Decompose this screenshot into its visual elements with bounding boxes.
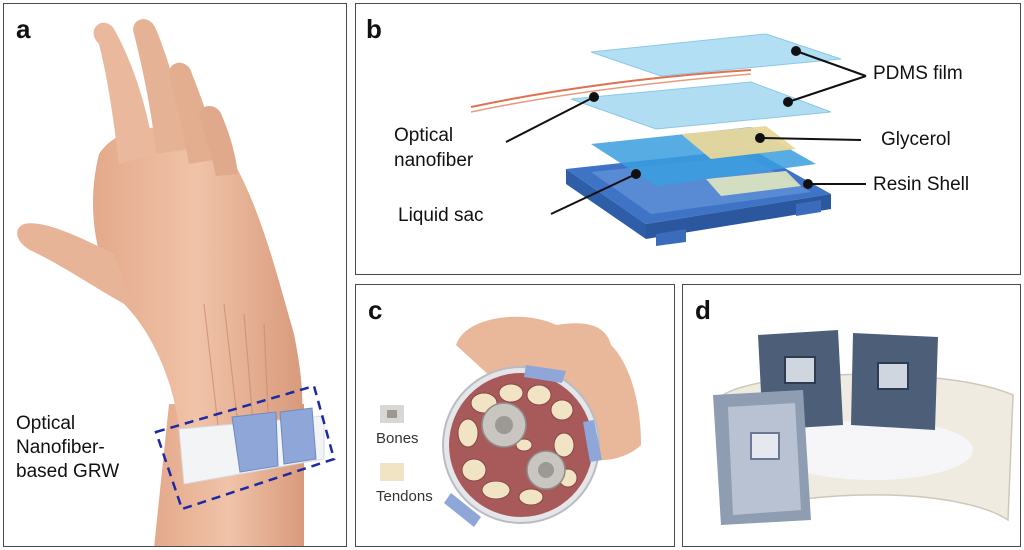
label-liquid-sac: Liquid sac [398,205,484,226]
optical-fiber-line-2 [470,73,752,113]
pdms-film-lower [570,81,832,130]
finger-index [93,22,154,164]
module-window-3 [750,432,780,460]
label-grw-line2: Nanofiber- [16,437,105,458]
resin-shell-side-front [646,194,831,239]
optical-fiber-line-1 [470,69,752,108]
sensor-top [524,365,566,383]
resin-shell-tab-2 [796,200,821,216]
sensor-right [583,420,602,462]
finger-little [199,105,238,176]
leader-pdms-lower [787,75,867,103]
glycerol-layer [681,126,796,159]
module-window-1 [784,356,816,384]
tendon-shapes [457,383,578,506]
label-pdms-film: PDMS film [873,63,963,84]
panel-d-device-photo: d [682,284,1021,547]
panel-letter-a: a [16,14,31,44]
legend-label-bones: Bones [376,430,419,447]
panel-c-wrist-cross-section: c Bones Tendons [355,284,675,547]
label-grw-line1: Optical [16,413,76,434]
sensor-bottom-left [444,493,481,527]
wristband-sensor-module-2 [279,407,317,465]
legend-label-tendons: Tendons [376,488,433,505]
panel-letter-b: b [366,14,382,44]
bone-radius-marrow [495,416,513,434]
exploded-view [470,33,867,246]
label-grw-line3: based GRW [16,461,120,482]
resin-cavity [706,171,801,196]
panel-a-wrist-illustration: a Optical Nanofiber- based GRW [3,3,347,547]
label-resin-shell: Resin Shell [873,174,970,195]
hand-back [93,127,303,430]
legend-swatch-bones-inner [387,410,397,418]
panel-b-exploded-structure: b PDMS film Optical nanofiber Glycerol L… [355,3,1021,275]
bone-ulna-marrow [538,462,554,478]
label-optical-nanofiber-line1: Optical [394,125,454,146]
device-photo-illustration [713,330,1014,525]
thumb [17,223,134,309]
resin-shell-tab-1 [656,229,686,246]
legend-swatch-tendons [380,463,404,481]
module-window-2 [877,362,909,390]
tendon-lines [203,303,270,435]
hand-illustration [17,19,336,546]
pdms-film-upper [590,33,842,77]
strap-inner [773,420,973,480]
cross-section-illustration [380,316,641,527]
highlight-dashed-box [154,384,336,511]
leader-glycerol [759,137,862,141]
leader-fiber [505,96,595,143]
leader-pdms-upper [795,50,867,77]
panel-letter-c: c [368,295,383,325]
label-glycerol: Glycerol [881,129,951,150]
finger-middle [133,19,189,155]
resin-shell-side-left [566,169,646,239]
leader-liquid-sac [550,173,637,215]
panel-letter-d: d [695,295,711,325]
label-optical-nanofiber-line2: nanofiber [394,150,474,171]
wristband-sensor-module-1 [231,411,279,473]
